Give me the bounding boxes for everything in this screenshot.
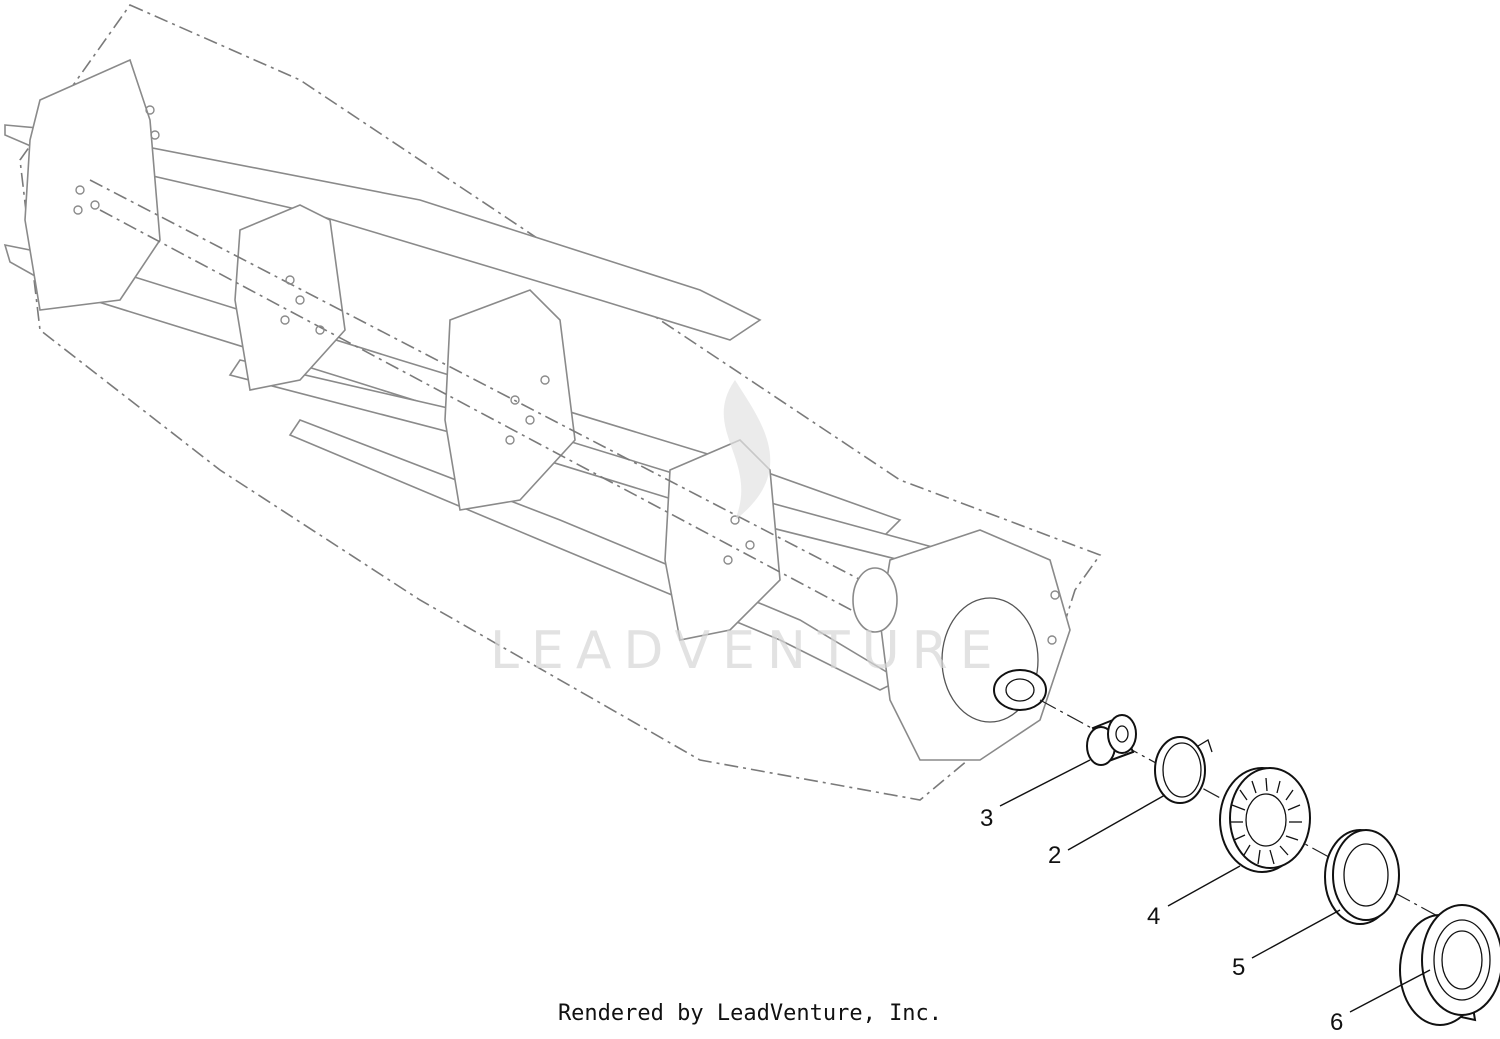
part-retaining-ring [1154, 736, 1213, 804]
callout-4: 4 [1147, 903, 1160, 930]
callout-5: 5 [1232, 954, 1245, 981]
part-spacer [1086, 714, 1137, 766]
leader-lines [999, 759, 1431, 1013]
reel-assembly-ghost [3, 4, 1102, 801]
callout-6: 6 [1330, 1009, 1343, 1036]
reel-end-hub [941, 597, 1047, 723]
leadventure-watermark: LEADVENTURE [490, 380, 1005, 681]
part-ball-bearing [1399, 904, 1500, 1026]
part-seal-washer [1324, 829, 1400, 925]
watermark-logo-icon [723, 380, 771, 520]
render-credit: Rendered by LeadVenture, Inc. [557, 1001, 943, 1026]
watermark-text: LEADVENTURE [490, 621, 1005, 681]
part-thrust-bearing [1219, 767, 1311, 873]
callout-2: 2 [1048, 842, 1061, 869]
callout-3: 3 [980, 805, 993, 832]
